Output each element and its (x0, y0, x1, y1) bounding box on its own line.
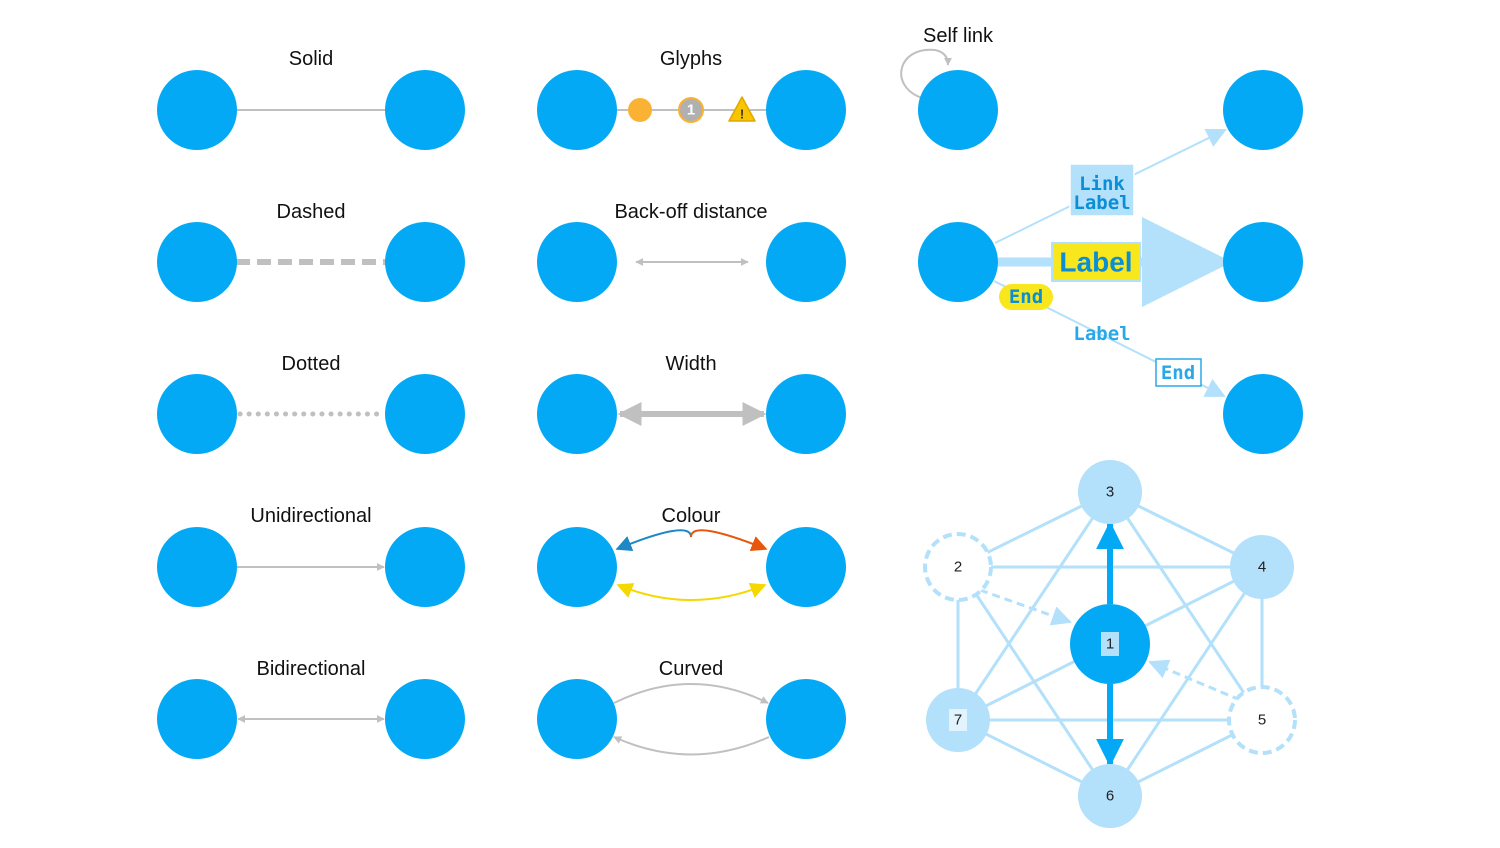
svg-text:Link: Link (1079, 173, 1125, 195)
caption-dashed: Dashed (277, 201, 346, 223)
example-colour: Colour (537, 505, 846, 607)
center-label: Label (1051, 242, 1141, 282)
node-curved-left[interactable] (537, 679, 617, 759)
node-backoff-left[interactable] (537, 222, 617, 302)
svg-text:End: End (1009, 286, 1043, 308)
network-node-4[interactable]: 4 (1230, 535, 1294, 599)
curved-link-bottom (613, 736, 770, 756)
node-solid-right[interactable] (385, 70, 465, 150)
node-colour-right[interactable] (766, 527, 846, 607)
node-glyphs-right[interactable] (766, 70, 846, 150)
caption-bidirectional: Bidirectional (257, 658, 366, 680)
node-labels-top[interactable] (1223, 70, 1303, 150)
caption-dotted: Dotted (282, 353, 341, 375)
node-dashed-left[interactable] (157, 222, 237, 302)
end-label-pill: End (999, 284, 1053, 310)
colour-link-orange-half (690, 529, 768, 552)
caption-glyphs: Glyphs (660, 48, 722, 70)
node-bi-left[interactable] (157, 679, 237, 759)
caption-backoff: Back-off distance (614, 201, 767, 223)
example-bidirectional: Bidirectional (157, 658, 465, 759)
network-node-1[interactable]: 1 (1070, 604, 1150, 684)
self-link (900, 48, 952, 99)
link-4-6 (1108, 566, 1264, 797)
network-example: 3 2 4 1 7 5 6 (923, 460, 1297, 828)
curved-link-top (613, 683, 769, 704)
caption-unidirectional: Unidirectional (250, 505, 371, 527)
colour-link-blue-half (615, 529, 692, 552)
example-dashed: Dashed (157, 201, 465, 302)
caption-self-link: Self link (923, 25, 994, 47)
example-solid: Solid (157, 48, 465, 150)
example-curved: Curved (537, 658, 846, 759)
node-dotted-right[interactable] (385, 374, 465, 454)
node-self-link[interactable] (918, 70, 998, 150)
node-solid-left[interactable] (157, 70, 237, 150)
node-glyphs-left[interactable] (537, 70, 617, 150)
number-glyph-icon: 1 (678, 97, 704, 123)
svg-text:Label: Label (1073, 192, 1130, 214)
node-width-left[interactable] (537, 374, 617, 454)
example-width: Width (537, 353, 846, 454)
caption-solid: Solid (289, 48, 333, 70)
caption-colour: Colour (662, 505, 721, 527)
example-glyphs: Glyphs 1 ! (537, 48, 846, 150)
network-node-6[interactable]: 6 (1078, 764, 1142, 828)
svg-text:1: 1 (1106, 636, 1114, 653)
example-link-labels: Link Label Label End Label End (918, 70, 1303, 454)
node-labels-bottom[interactable] (1223, 374, 1303, 454)
caption-width: Width (665, 353, 716, 375)
svg-text:4: 4 (1258, 559, 1266, 576)
warning-glyph-icon: ! (728, 96, 756, 122)
network-node-5[interactable]: 5 (1227, 685, 1297, 755)
svg-text:End: End (1161, 362, 1195, 384)
network-node-2[interactable]: 2 (923, 532, 993, 602)
colour-link-yellow (616, 582, 767, 601)
link-3-7 (956, 491, 1112, 721)
node-dashed-right[interactable] (385, 222, 465, 302)
node-labels-middle[interactable] (1223, 222, 1303, 302)
end-label-box: End (1155, 358, 1202, 387)
node-width-right[interactable] (766, 374, 846, 454)
svg-text:!: ! (740, 107, 744, 122)
link-label-box: Link Label (1069, 163, 1135, 217)
node-bi-right[interactable] (385, 679, 465, 759)
node-uni-right[interactable] (385, 527, 465, 607)
svg-text:2: 2 (954, 559, 962, 576)
link-5-1-dashed (1148, 659, 1241, 702)
example-backoff: Back-off distance (537, 201, 846, 302)
node-backoff-right[interactable] (766, 222, 846, 302)
node-labels-source[interactable] (918, 222, 998, 302)
node-uni-left[interactable] (157, 527, 237, 607)
svg-text:6: 6 (1106, 788, 1114, 805)
svg-text:1: 1 (687, 102, 695, 119)
svg-text:3: 3 (1106, 484, 1114, 501)
mono-link-label: Label (1073, 323, 1130, 345)
example-dotted: Dotted (157, 353, 465, 454)
example-self-link: Self link (900, 25, 998, 150)
network-node-7[interactable]: 7 (926, 688, 990, 752)
node-dotted-left[interactable] (157, 374, 237, 454)
network-node-3[interactable]: 3 (1078, 460, 1142, 524)
orange-dot-glyph-icon (628, 98, 652, 122)
caption-curved: Curved (659, 658, 723, 680)
svg-text:Label: Label (1059, 247, 1132, 278)
link-2-1-dashed (979, 588, 1072, 626)
svg-text:7: 7 (954, 712, 962, 729)
svg-text:5: 5 (1258, 712, 1266, 729)
node-colour-left[interactable] (537, 527, 617, 607)
example-unidirectional: Unidirectional (157, 505, 465, 607)
node-curved-right[interactable] (766, 679, 846, 759)
